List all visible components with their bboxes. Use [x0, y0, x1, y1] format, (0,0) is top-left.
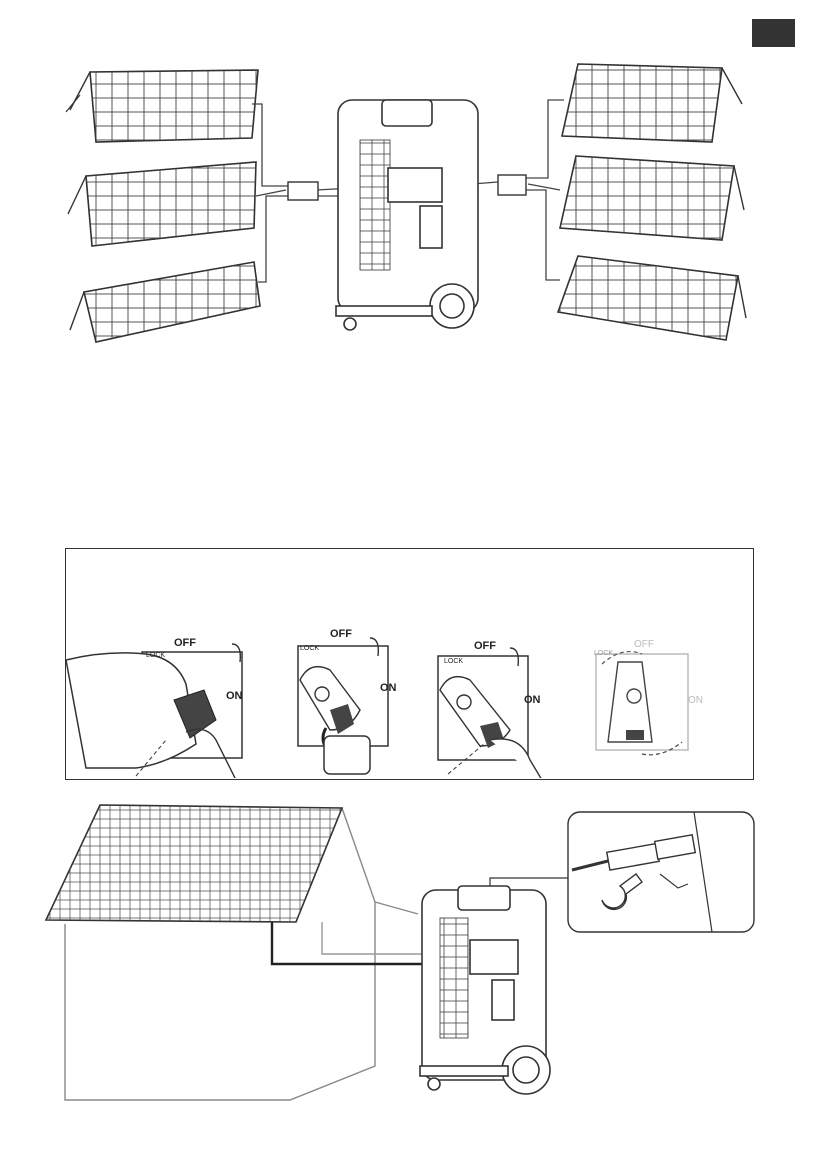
step3-off-label: OFF [474, 640, 496, 652]
step4-lock-label: LOCK [594, 650, 613, 657]
step1-lock-label: LOCK [146, 652, 165, 659]
solar-panel-right-1 [562, 64, 742, 142]
solar-panel-left-1 [66, 70, 258, 142]
solar-panel-left-3 [70, 262, 260, 342]
step2-lock-label: LOCK [300, 645, 319, 652]
step2-off-label: OFF [330, 628, 352, 640]
step3-lock-label: LOCK [444, 658, 463, 665]
solar-panel-right-2 [560, 156, 744, 240]
step1-off-label: OFF [174, 637, 196, 649]
solar-panel-left-2 [68, 162, 256, 246]
step2-on-label: ON [380, 682, 397, 694]
solar-panel-right-3 [558, 256, 746, 340]
step1-on-label: ON [226, 690, 243, 702]
rooftop-solar-illustration [0, 800, 821, 1110]
page-tab [752, 19, 795, 47]
step4-off-label: OFF [634, 639, 654, 650]
step4-on-label: ON [688, 695, 703, 706]
power-station-top [336, 100, 478, 330]
connector-detail-inset [568, 812, 754, 932]
switch-step-2 [290, 620, 400, 778]
step3-on-label: ON [524, 694, 541, 706]
power-station-bottom [420, 886, 550, 1094]
portable-solar-illustration [0, 55, 821, 345]
